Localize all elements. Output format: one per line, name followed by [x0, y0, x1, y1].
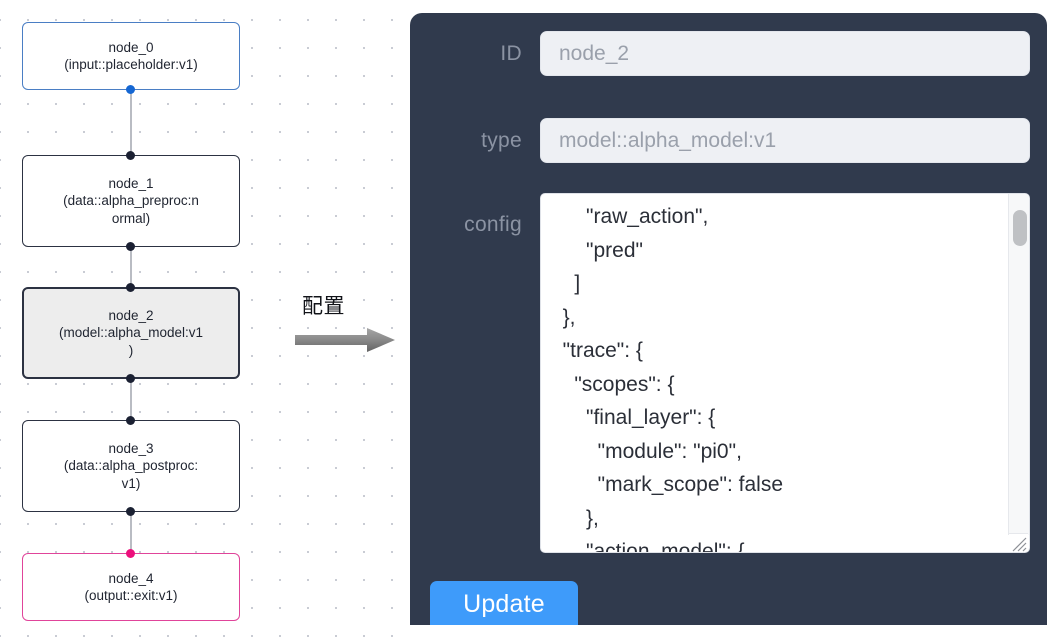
- node-config-panel: ID node_2 type model::alpha_model:v1 con…: [410, 13, 1047, 625]
- handle-node_1-output[interactable]: [126, 242, 135, 251]
- handle-node_3-input[interactable]: [126, 416, 135, 425]
- node_3-subtitle: (data::alpha_postproc:: [63, 458, 199, 474]
- id-input[interactable]: node_2: [540, 31, 1030, 76]
- annotation-label: 配置: [302, 295, 345, 318]
- handle-node_1-input[interactable]: [126, 151, 135, 160]
- node_1-subtitle-cont: ormal): [111, 210, 151, 226]
- field-row-id: ID node_2: [430, 31, 1030, 76]
- edge-node3-node4: [130, 511, 132, 554]
- node_0-subtitle: (input::placeholder:v1): [64, 57, 198, 72]
- config-field-label: config: [464, 213, 522, 236]
- update-button[interactable]: Update: [430, 581, 578, 625]
- graph-canvas[interactable]: node_0 (input::placeholder:v1) node_1 (d…: [0, 0, 405, 643]
- annotation-group: 配置: [295, 296, 400, 366]
- handle-node_3-output[interactable]: [126, 507, 135, 516]
- node_3-subtitle-cont: v1): [121, 475, 141, 491]
- right-arrow-icon: [295, 328, 395, 352]
- graph-node-node_3[interactable]: node_3 (data::alpha_postproc: v1): [22, 420, 240, 512]
- edge-node0-node1: [130, 90, 132, 158]
- handle-node_2-output[interactable]: [126, 374, 135, 383]
- handle-node_0-output[interactable]: [126, 85, 135, 94]
- edge-node1-node2: [130, 247, 132, 290]
- node_4-subtitle: (output::exit:v1): [84, 588, 178, 603]
- node_2-title: node_2: [108, 308, 154, 324]
- graph-node-node_1[interactable]: node_1 (data::alpha_preproc:n ormal): [22, 155, 240, 247]
- type-input[interactable]: model::alpha_model:v1: [540, 118, 1030, 163]
- node_1-title: node_1: [108, 176, 154, 192]
- config-textarea[interactable]: "raw_action", "pred" ] }, "trace": { "sc…: [540, 193, 1030, 553]
- node_2-subtitle: (model::alpha_model:v1: [58, 325, 204, 341]
- graph-node-node_2[interactable]: node_2 (model::alpha_model:v1 ): [22, 287, 240, 379]
- id-field-label: ID: [500, 41, 522, 65]
- node_3-title: node_3: [108, 441, 154, 457]
- graph-node-node_4[interactable]: node_4 (output::exit:v1): [22, 553, 240, 621]
- type-field-label: type: [481, 128, 522, 152]
- handle-node_4-input[interactable]: [126, 549, 135, 558]
- resize-grip-icon[interactable]: [1009, 533, 1028, 552]
- field-row-config: config "raw_action", "pred" ] }, "trace"…: [430, 193, 1030, 553]
- handle-node_2-input[interactable]: [126, 283, 135, 292]
- graph-node-node_0[interactable]: node_0 (input::placeholder:v1): [22, 22, 240, 90]
- edge-node2-node3: [130, 378, 132, 421]
- config-textarea-content[interactable]: "raw_action", "pred" ] }, "trace": { "sc…: [562, 205, 783, 553]
- config-scrollbar-thumb[interactable]: [1013, 210, 1027, 246]
- node_2-subtitle-cont: ): [128, 342, 134, 358]
- config-vertical-scrollbar[interactable]: [1008, 194, 1029, 535]
- node_0-title: node_0: [108, 39, 154, 55]
- node_1-subtitle: (data::alpha_preproc:n: [63, 193, 199, 209]
- node_4-title: node_4: [108, 570, 154, 586]
- field-row-type: type model::alpha_model:v1: [430, 118, 1030, 163]
